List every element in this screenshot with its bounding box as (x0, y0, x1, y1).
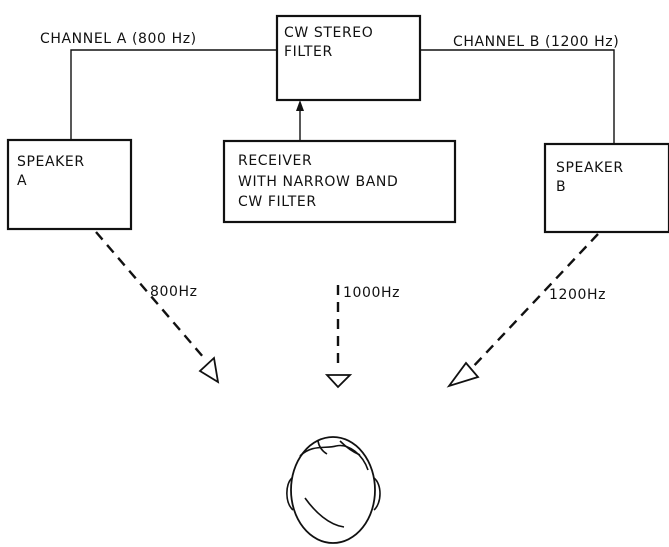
sound-arrow-800hz (200, 358, 218, 382)
freq-right-label: 1200Hz (549, 287, 606, 303)
channel-b-label: CHANNEL B (1200 Hz) (453, 34, 619, 50)
filter-box-line1: CW STEREO (284, 25, 373, 41)
speaker-b-line1: SPEAKER (556, 160, 624, 176)
channel-a-label: CHANNEL A (800 Hz) (40, 31, 197, 47)
freq-center-label: 1000Hz (343, 285, 400, 301)
speaker-a-line1: SPEAKER (17, 154, 85, 170)
sound-arrow-1000hz (327, 375, 350, 387)
channel-a-wire (71, 50, 277, 140)
filter-box-line2: FILTER (284, 44, 333, 60)
freq-left-label: 800Hz (150, 284, 198, 300)
channel-b-wire (420, 50, 614, 144)
speaker-a-line2: A (17, 173, 27, 189)
sound-arrow-1200hz (449, 363, 478, 386)
listener-head-icon (287, 437, 380, 543)
speaker-b-line2: B (556, 179, 566, 195)
receiver-line3: CW FILTER (238, 194, 317, 210)
receiver-line2: WITH NARROW BAND (238, 174, 398, 190)
receiver-to-filter-arrow (296, 100, 304, 111)
receiver-line1: RECEIVER (238, 153, 312, 169)
